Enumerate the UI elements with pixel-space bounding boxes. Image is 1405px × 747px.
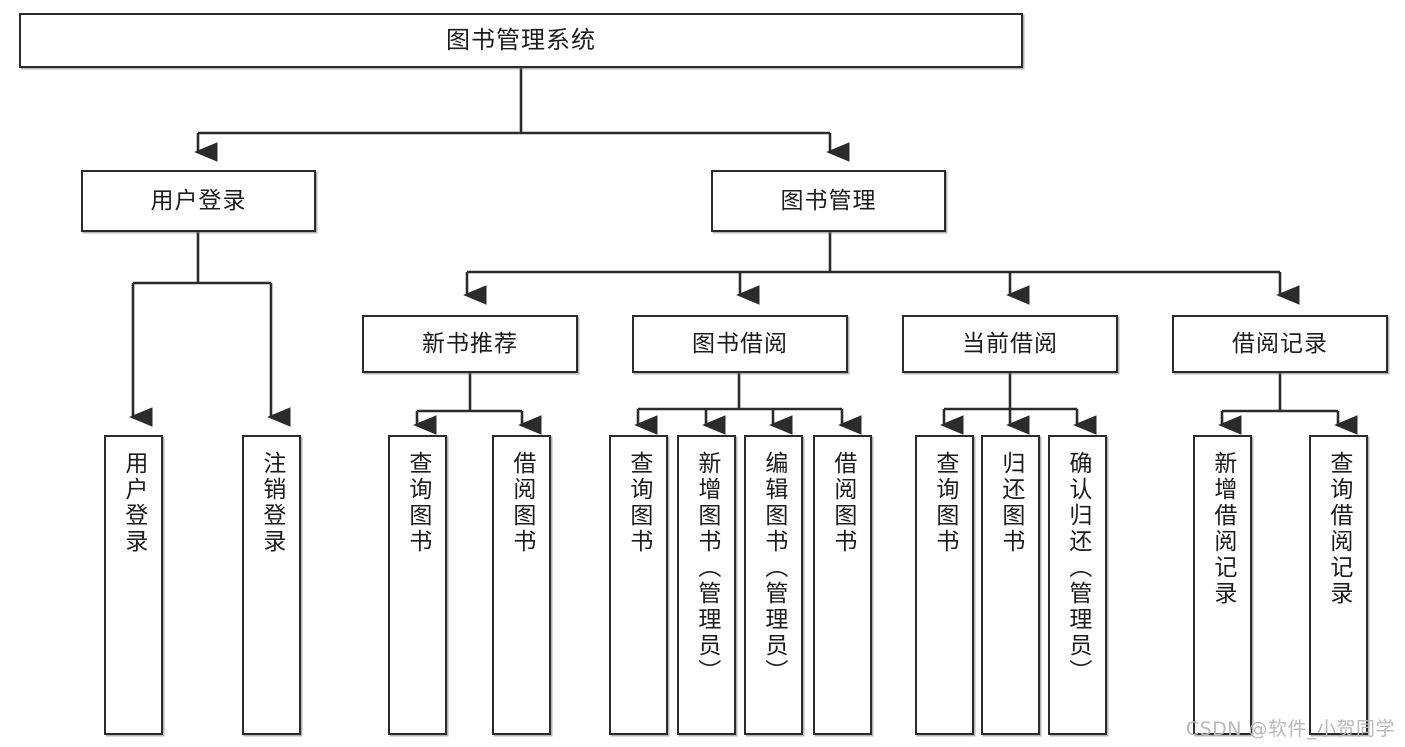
csdn-watermark: CSDN @软件_小贺同学 [1185, 718, 1395, 740]
leaf-current-borrow-query[interactable]: 查询图书 [915, 435, 974, 735]
leaf-user-login-login[interactable]: 用户登录 [104, 435, 163, 735]
leaf-user-login-logout[interactable]: 注销登录 [242, 435, 301, 735]
node-book-management-label: 图书管理 [780, 187, 877, 214]
node-book-borrow-label: 图书借阅 [692, 330, 788, 357]
leaf-new-book-borrow-label: 借阅图书 [508, 451, 535, 555]
leaf-book-borrow-borrow-label: 借阅图书 [829, 451, 856, 555]
leaf-book-borrow-query-label: 查询图书 [625, 451, 652, 555]
leaf-current-borrow-return-label: 归还图书 [997, 451, 1024, 555]
node-current-borrow-label: 当前借阅 [962, 330, 1058, 357]
leaf-user-login-login-label: 用户登录 [120, 451, 147, 555]
leaf-new-book-borrow[interactable]: 借阅图书 [492, 435, 551, 735]
leaf-current-borrow-query-label: 查询图书 [931, 451, 958, 555]
leaf-new-book-query-label: 查询图书 [404, 451, 431, 555]
leaf-book-borrow-borrow[interactable]: 借阅图书 [813, 435, 872, 735]
node-book-borrow[interactable]: 图书借阅 [632, 315, 848, 373]
leaf-borrow-record-query[interactable]: 查询借阅记录 [1309, 435, 1368, 735]
leaf-borrow-record-add[interactable]: 新增借阅记录 [1193, 435, 1252, 735]
node-new-book-recommend-label: 新书推荐 [422, 330, 518, 357]
leaf-current-borrow-confirm-admin-label: 确认归还（管理员） [1064, 451, 1091, 685]
node-user-login[interactable]: 用户登录 [81, 170, 316, 232]
leaf-new-book-query[interactable]: 查询图书 [388, 435, 447, 735]
leaf-borrow-record-add-label: 新增借阅记录 [1209, 451, 1236, 607]
leaf-book-borrow-query[interactable]: 查询图书 [609, 435, 668, 735]
leaf-user-login-logout-label: 注销登录 [258, 451, 285, 555]
leaf-book-borrow-add-admin[interactable]: 新增图书（管理员） [677, 435, 736, 735]
leaf-book-borrow-edit-admin[interactable]: 编辑图书（管理员） [744, 435, 803, 735]
node-user-login-label: 用户登录 [150, 187, 247, 214]
node-root-label: 图书管理系统 [446, 25, 596, 54]
leaf-current-borrow-return[interactable]: 归还图书 [981, 435, 1040, 735]
node-borrow-record-label: 借阅记录 [1232, 330, 1328, 357]
node-book-management[interactable]: 图书管理 [711, 170, 946, 232]
leaf-current-borrow-confirm-admin[interactable]: 确认归还（管理员） [1048, 435, 1107, 735]
leaf-book-borrow-edit-admin-label: 编辑图书（管理员） [760, 451, 787, 685]
leaf-borrow-record-query-label: 查询借阅记录 [1325, 451, 1352, 607]
node-root-book-management-system[interactable]: 图书管理系统 [19, 13, 1023, 68]
leaf-book-borrow-add-admin-label: 新增图书（管理员） [693, 451, 720, 685]
node-new-book-recommend[interactable]: 新书推荐 [362, 315, 578, 373]
node-current-borrow[interactable]: 当前借阅 [902, 315, 1118, 373]
node-borrow-record[interactable]: 借阅记录 [1172, 315, 1388, 373]
